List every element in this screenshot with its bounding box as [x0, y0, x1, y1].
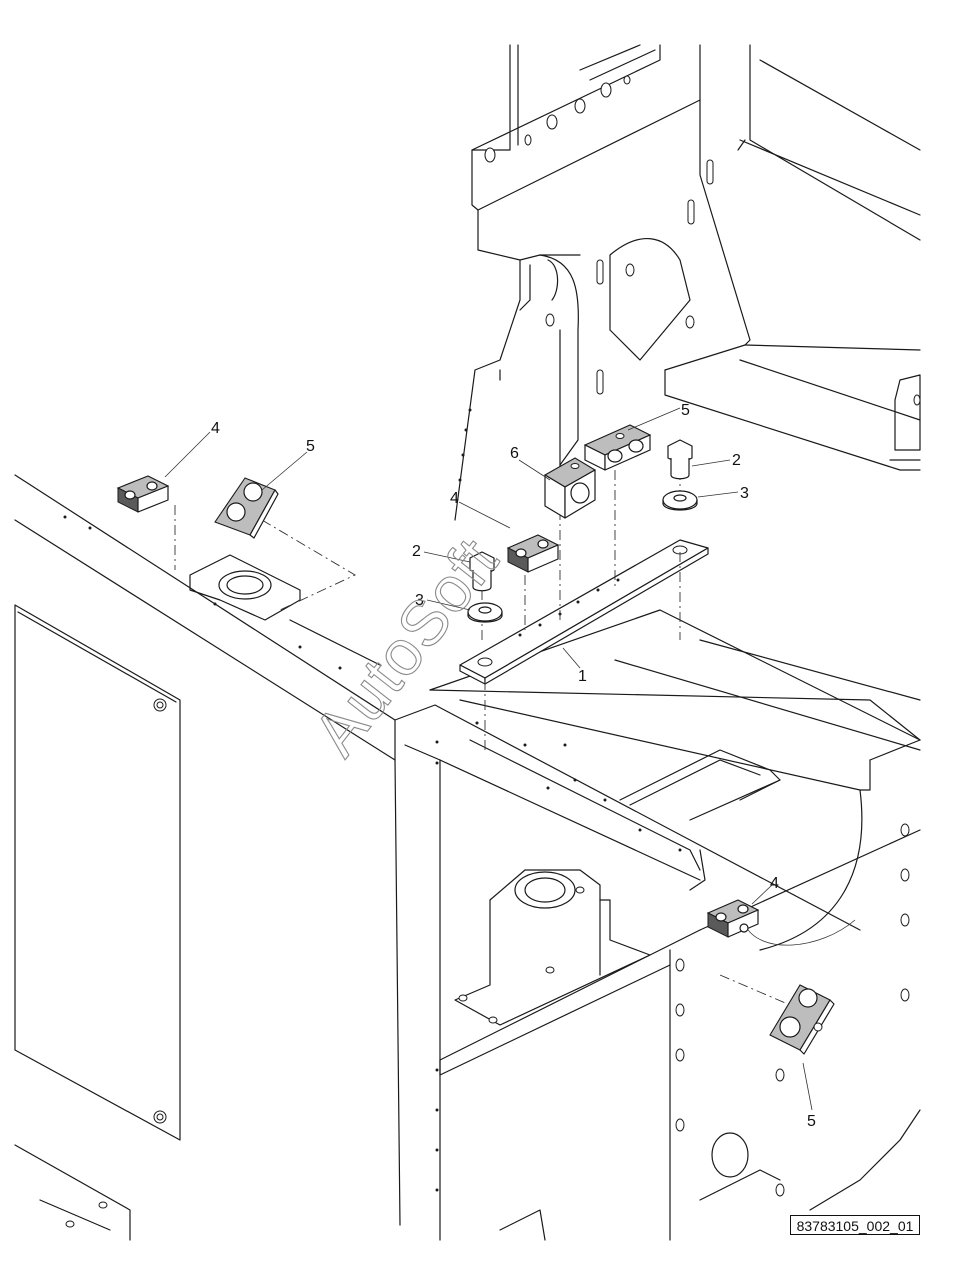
- main-frame: [14, 474, 921, 1241]
- callout-4-center: 4: [450, 490, 459, 507]
- callout-labels: 4 5 5 6 2 3 4 2 3 1 4 5: [211, 402, 816, 1130]
- callout-3-right: 3: [740, 485, 749, 502]
- callout-5-left: 5: [306, 438, 315, 455]
- callout-4-top-left: 4: [211, 420, 220, 437]
- part-4-clamp-center: [506, 534, 560, 573]
- part-5-double-clamp-bottom: [769, 984, 835, 1055]
- callout-5-top-right: 5: [681, 402, 690, 419]
- part-5-double-clamp-left: [214, 477, 279, 539]
- callout-3-left: 3: [415, 592, 424, 609]
- callout-5-bottom: 5: [807, 1113, 816, 1130]
- part-2-bolt-right: [667, 439, 693, 480]
- callout-2-right: 2: [732, 452, 741, 469]
- upper-frame-tower: [454, 44, 921, 521]
- part-2-bolt-left: [469, 551, 495, 592]
- part-6-clamp: [543, 457, 597, 519]
- part-3-washer-right: [662, 490, 698, 511]
- leader-lines: [164, 407, 813, 1111]
- part-5-double-clamp-top: [583, 424, 652, 471]
- part-4-clamp-bottom-right: [706, 899, 760, 938]
- part-3-washer-left: [467, 602, 503, 623]
- diagram-reference-code: 83783105_002_01: [790, 1215, 920, 1235]
- callout-6: 6: [510, 445, 519, 462]
- callout-2-left: 2: [412, 543, 421, 560]
- callout-4-bottom-right: 4: [770, 875, 779, 892]
- callout-1: 1: [578, 668, 587, 685]
- part-4-clamp-top-left: [116, 475, 170, 513]
